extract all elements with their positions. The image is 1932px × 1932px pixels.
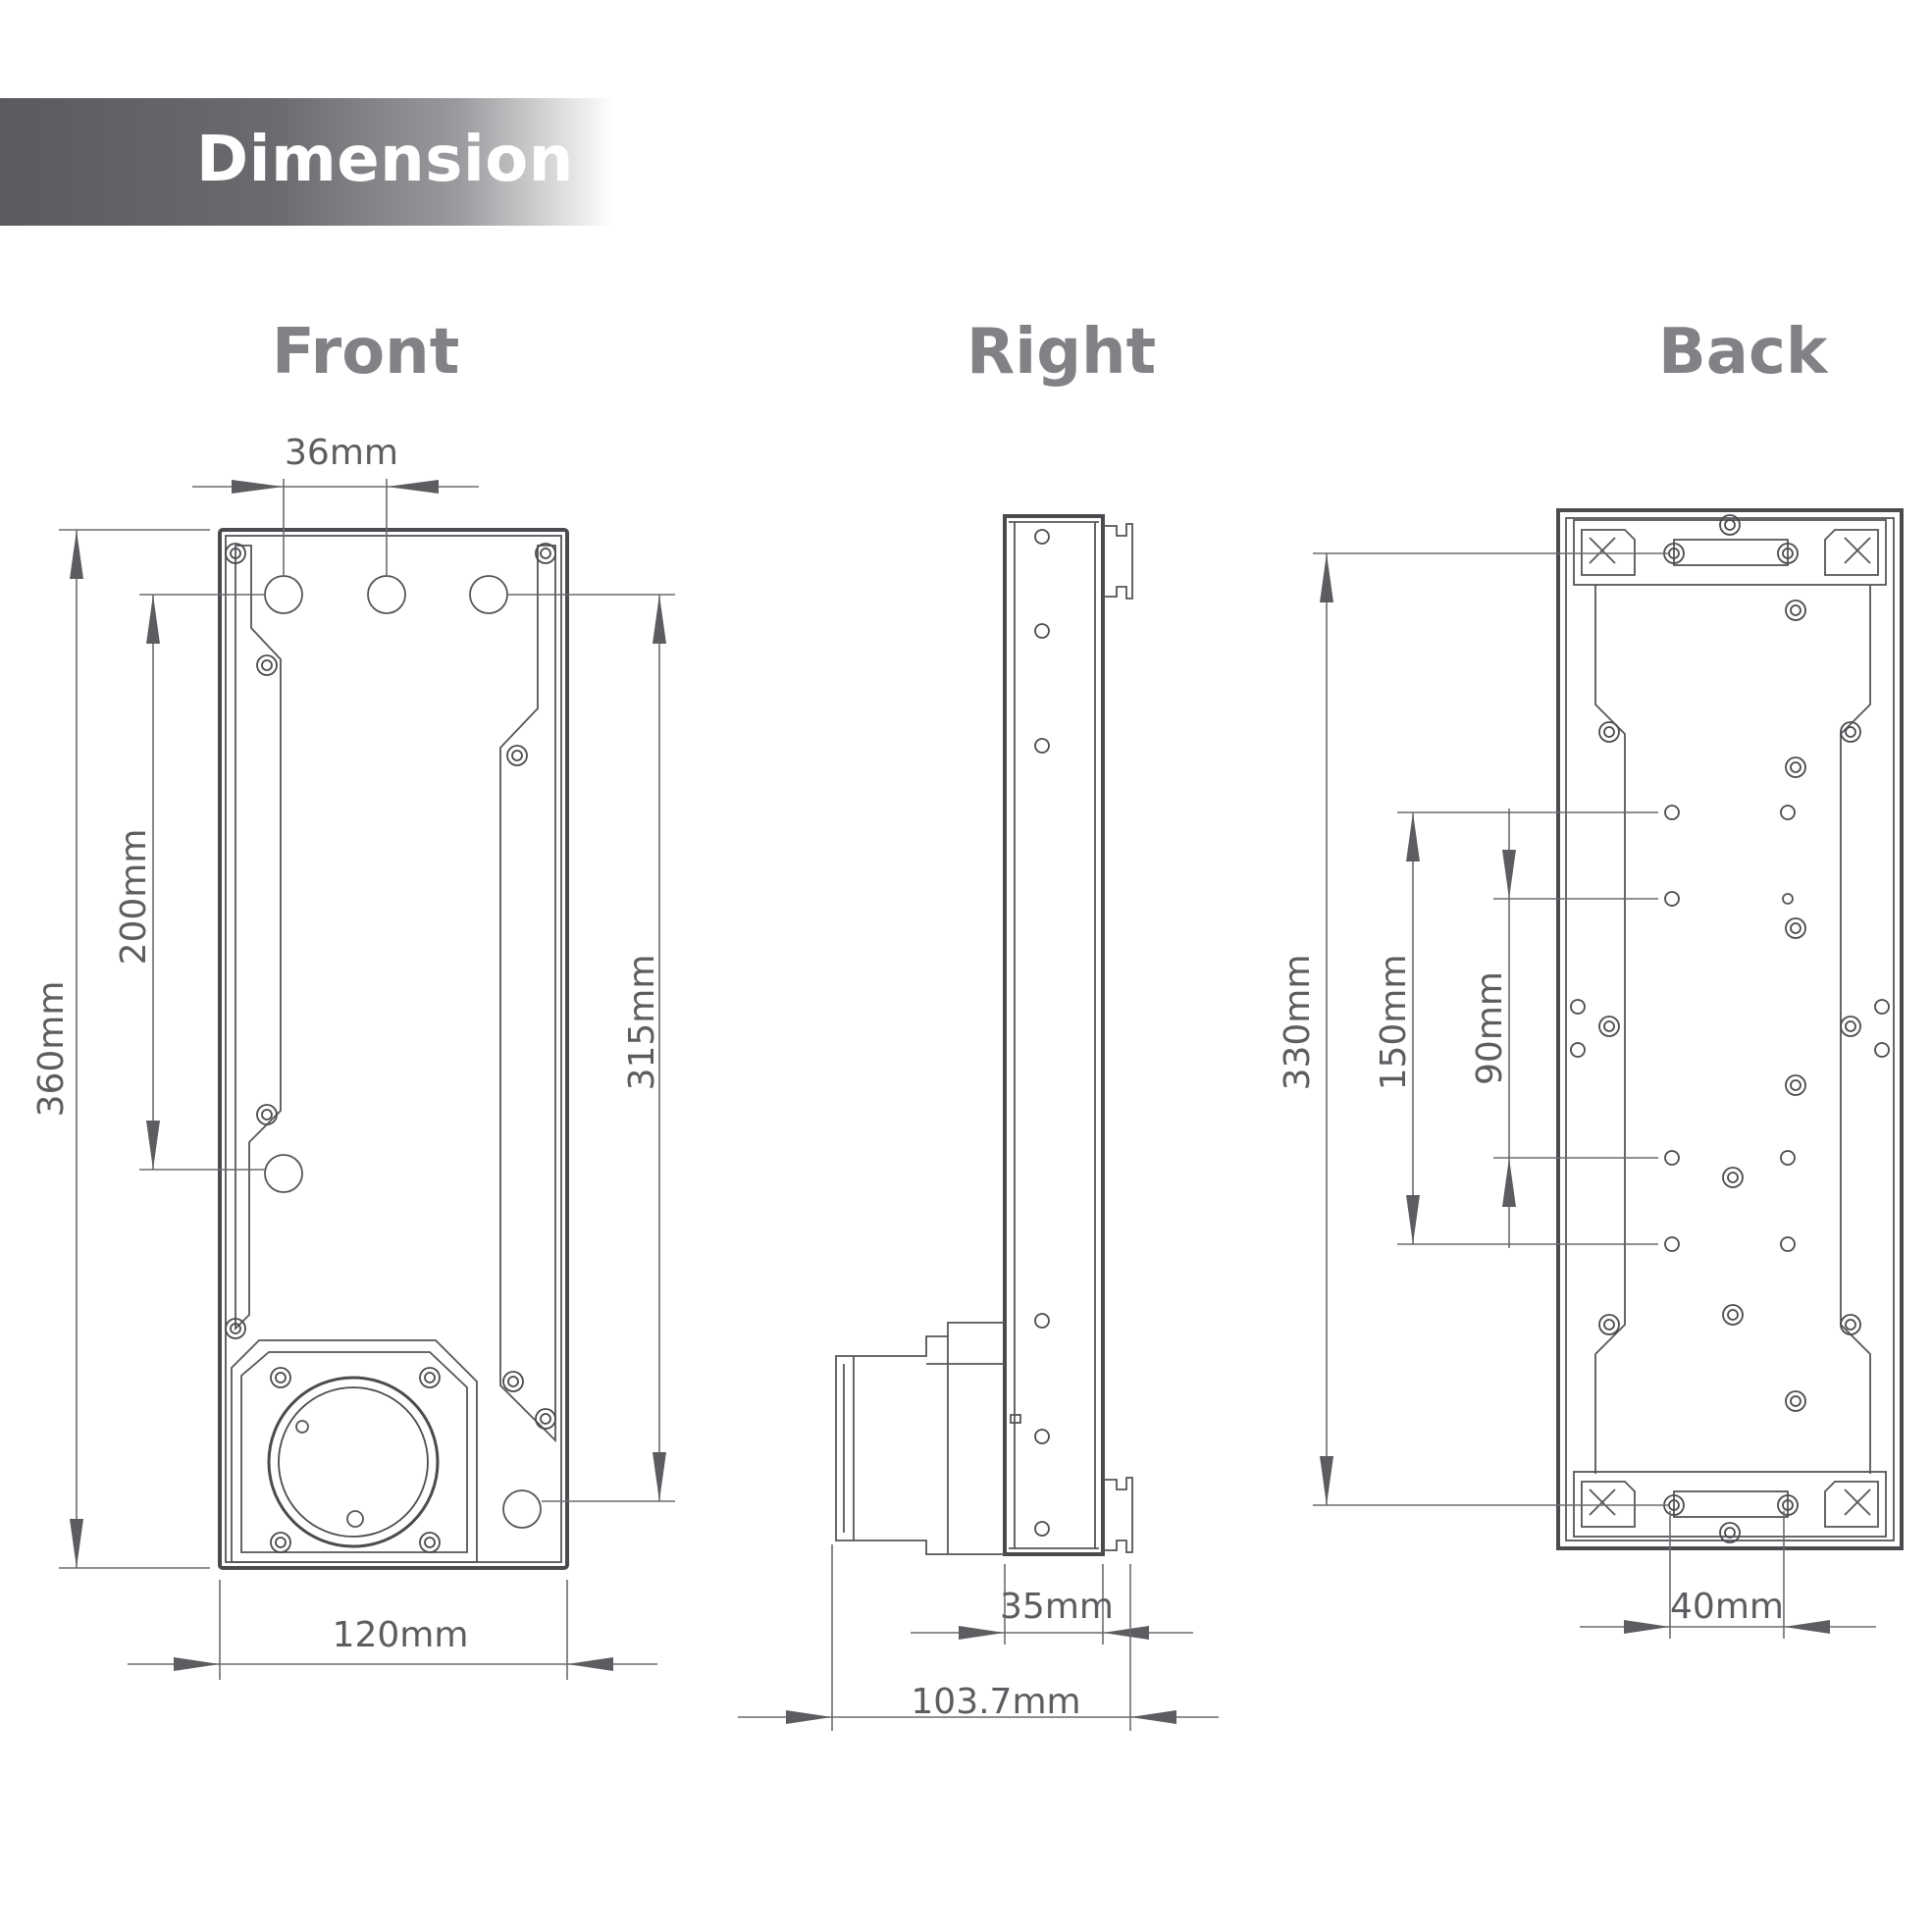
dim-330mm: 330mm xyxy=(1278,955,1318,1091)
front-port-hole xyxy=(264,575,303,614)
front-port-pin xyxy=(295,1420,309,1434)
dim-35mm: 35mm xyxy=(1000,1587,1114,1627)
right-body xyxy=(1003,514,1105,1556)
front-screw xyxy=(270,1367,291,1388)
front-main-port-inner xyxy=(278,1386,429,1538)
front-screw xyxy=(535,543,556,564)
back-outline xyxy=(1556,508,1904,1550)
back-left-rail xyxy=(1594,585,1626,1474)
front-screw xyxy=(502,1371,524,1392)
dim-200mm: 200mm xyxy=(114,829,154,966)
front-right-rail xyxy=(499,545,556,1443)
front-view: 36mm 360mm 200mm 315mm 120mm xyxy=(31,433,675,1680)
back-view: 330mm 150mm 90mm 40mm xyxy=(1278,508,1904,1639)
front-inner-outline xyxy=(225,535,562,1563)
front-screw xyxy=(270,1532,291,1553)
dim-90mm: 90mm xyxy=(1470,971,1510,1085)
dim-103-7mm: 103.7mm xyxy=(911,1682,1080,1722)
front-view-title: Front xyxy=(272,316,460,389)
back-bottom-bracket xyxy=(1573,1471,1887,1538)
right-top-flange xyxy=(1103,523,1133,600)
dim-36mm: 36mm xyxy=(285,433,398,473)
dim-120mm: 120mm xyxy=(333,1615,469,1655)
right-view-title: Right xyxy=(966,316,1157,389)
front-port-pin xyxy=(346,1510,364,1528)
back-view-title: Back xyxy=(1658,316,1828,389)
front-main-port xyxy=(267,1376,440,1548)
front-port-hole xyxy=(367,575,406,614)
front-port-hole xyxy=(264,1154,303,1193)
right-port-profile xyxy=(835,1322,1005,1555)
front-outline xyxy=(218,528,569,1570)
front-screw xyxy=(419,1367,441,1388)
dim-150mm: 150mm xyxy=(1374,955,1414,1091)
front-port-housing-inner xyxy=(240,1351,468,1553)
front-screw xyxy=(535,1408,556,1430)
header-band xyxy=(0,98,613,226)
dim-40mm: 40mm xyxy=(1670,1587,1784,1627)
front-port-hole xyxy=(469,575,508,614)
front-screw xyxy=(506,745,528,766)
header-title: Dimension xyxy=(196,124,574,196)
dim-360mm: 360mm xyxy=(31,981,72,1118)
dim-315mm: 315mm xyxy=(622,955,662,1091)
front-screw xyxy=(256,654,278,676)
front-port-housing xyxy=(231,1339,478,1563)
right-bottom-flange xyxy=(1103,1477,1133,1553)
front-screw xyxy=(419,1532,441,1553)
right-view: 35mm 103.7mm xyxy=(738,514,1219,1731)
front-port-hole xyxy=(502,1489,542,1529)
front-screw xyxy=(256,1104,278,1125)
front-left-rail xyxy=(235,545,282,1332)
